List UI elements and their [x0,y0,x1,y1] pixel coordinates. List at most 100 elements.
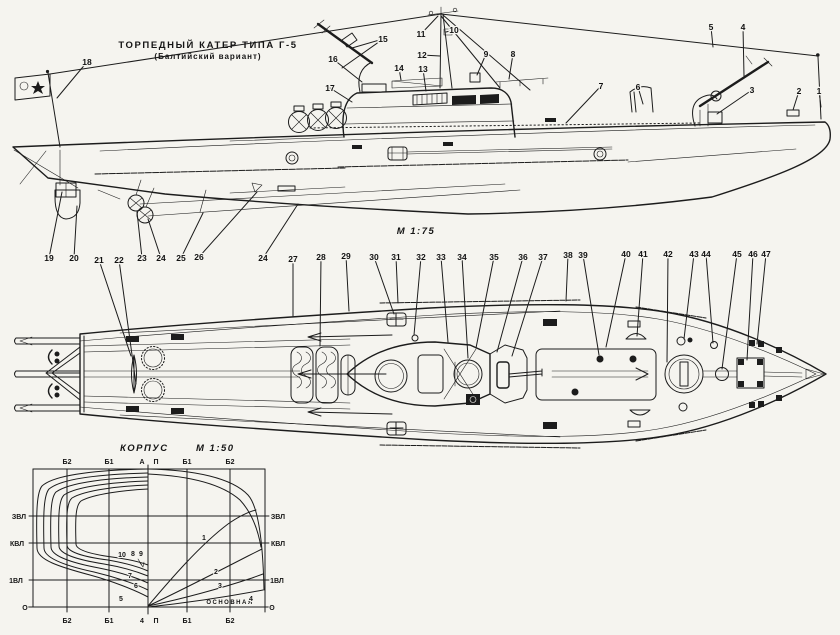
deck-cleat-2 [443,142,453,146]
roof-rail [495,77,549,88]
callout-39-39: 39 [578,250,588,260]
boat-hook-rod [406,146,613,155]
body-plan-label-10-20: 10 [118,552,126,559]
propellers-shafts [97,179,521,224]
leader-line-46 [746,253,754,361]
deck-cleat-3 [545,118,556,122]
leader-line-30 [373,256,395,315]
leader-line-21 [98,259,132,357]
leader-line-8 [508,53,514,80]
leader-line-42 [666,253,669,363]
callout-2-16: 2 [797,86,802,96]
leader-line-3 [716,89,753,115]
body-plan-label-ЗВЛ-12: ЗВЛ [12,514,26,521]
gunwale-strip-bow-bottom [635,429,707,442]
stern-frames [36,468,149,598]
body-plan-label-9-22: 9 [139,551,143,558]
leader-line-13 [422,68,427,92]
plan-deck-inner-line [79,311,817,437]
body-plan-label-6-24: 6 [134,583,138,590]
callout-35-35: 35 [489,252,499,262]
leader-line-12 [421,54,441,57]
callout-5-13: 5 [709,22,714,32]
leader-line-43 [683,253,695,340]
binnacle [469,72,481,83]
callout-11-5: 11 [417,29,426,39]
deck-locker [535,348,657,401]
leader-line-19 [48,191,63,259]
trough-lines [83,338,351,410]
callout-34-34: 34 [457,252,467,262]
plan-view [14,299,827,449]
callout-19-18: 19 [44,253,54,263]
body-plan-label-8-21: 8 [131,551,135,558]
callout-40-40: 40 [621,249,631,259]
drawing-subtitle: (Балтийский вариант) [154,52,261,61]
leader-line-29 [345,255,350,312]
leader-line-9 [476,53,487,76]
deck-vents [126,334,184,414]
callout-36-36: 36 [518,252,528,262]
exhaust-mufflers [288,101,347,133]
bow-frames [147,468,265,608]
leader-line-35 [475,256,495,349]
side-elevation-view [12,6,831,224]
callout-14-3: 14 [394,63,404,73]
body-plan-label-Б2-0: Б2 [63,459,72,466]
leader-line-44 [705,253,714,344]
flag-pole [47,72,61,148]
plan-conning-tower [346,334,543,407]
porthole-aft-inner [288,154,296,162]
body-plan [25,464,273,615]
leader-line-2 [792,90,800,111]
plan-rudder [131,354,137,394]
callout-47-47: 47 [761,249,771,259]
callout-24-23: 24 [156,253,166,263]
body-plan-label-2-27: 2 [214,569,218,576]
body-plan-label-3-28: 3 [218,583,222,590]
callout-15-1: 15 [378,34,388,44]
callout-22-21: 22 [114,255,124,265]
callout-41-41: 41 [638,249,648,259]
leader-line-47 [756,253,767,345]
callout-13-8: 13 [418,64,428,74]
callout-10-6: 10 [449,25,459,35]
leader-line-25 [180,212,204,259]
leader-line-7 [565,85,602,124]
gunwale-strip-bottom [379,444,581,449]
body-plan-label-Б1-1: Б1 [105,459,114,466]
leader-line-39 [582,254,600,356]
leader-line-24 [262,203,299,259]
callout-37-37: 37 [538,252,548,262]
callout-24-26: 24 [258,253,268,263]
callout-43-43: 43 [689,249,699,259]
callout-28-28: 28 [316,252,326,262]
spray-strip-fwd-line [627,148,797,163]
leader-line-16 [332,58,363,83]
callout-4-14: 4 [741,22,746,32]
leader-line-15 [351,38,384,49]
engine-hatches [290,346,356,404]
callout-7-11: 7 [599,81,604,91]
leader-line-33 [440,256,449,343]
body-plan-label-П-3: П [153,459,158,466]
leader-line-22 [118,259,137,385]
callout-16-2: 16 [328,54,338,64]
body-plan-label-Б1-10: Б1 [183,618,192,625]
body-plan-label-1ВЛ-18: 1ВЛ [270,578,284,585]
leader-line-40 [605,253,627,348]
leader-line-41 [636,253,644,337]
leader-line-31 [395,256,399,304]
flag-emblem [19,81,29,91]
body-plan-label-О-15: О [22,605,28,612]
conning-cabin [342,72,549,138]
callout-20-19: 20 [69,253,79,263]
leader-line-18 [56,61,88,99]
callout-12-7: 12 [417,50,427,60]
body-plan-grid [25,464,273,615]
gunwale-strip-top [379,299,581,304]
body-plan-label-4-29: 4 [249,596,253,603]
leader-line-34 [461,256,469,359]
callout-25-24: 25 [176,253,186,263]
